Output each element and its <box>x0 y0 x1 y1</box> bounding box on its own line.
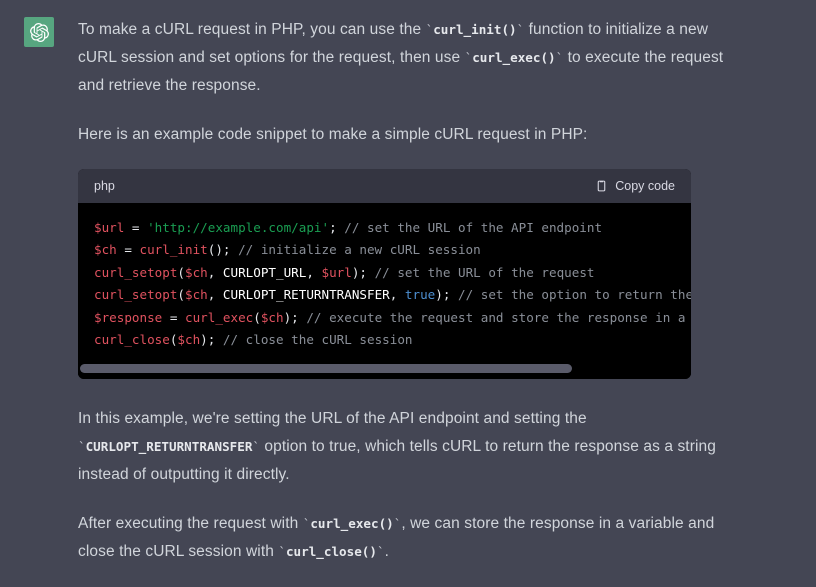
horizontal-scrollbar-thumb[interactable] <box>80 364 572 374</box>
text-run: option to true, which tells cURL to retu… <box>78 438 716 484</box>
code-line: $ch = curl_init(); // initialize a new c… <box>94 242 481 257</box>
backtick: ` <box>252 439 260 455</box>
code-line: $response = curl_exec($ch); // execute t… <box>94 310 691 325</box>
code-token: ; <box>329 220 337 235</box>
inline-code-text: curl_exec() <box>310 516 394 532</box>
code-token: $url <box>321 264 352 280</box>
inline-code-curl-close: `curl_close()` <box>278 544 384 559</box>
code-token: , <box>207 264 223 280</box>
code-token: // execute the request and store the res… <box>306 309 686 325</box>
backtick: ` <box>464 50 473 65</box>
code-line: curl_setopt($ch, CURLOPT_RETURNTRANSFER,… <box>94 287 691 302</box>
code-token: = <box>124 220 148 235</box>
inline-code-curlopt-returntransfer: `CURLOPT_RETURNTRANSFER` <box>78 439 260 454</box>
horizontal-scrollbar-track[interactable] <box>78 364 691 374</box>
text-run: To make a cURL request in PHP, you can u… <box>78 21 426 38</box>
backtick: ` <box>278 544 286 560</box>
code-token: = <box>162 309 185 325</box>
inline-code-text: curl_init() <box>433 22 517 37</box>
code-token: 'http://example.com/api' <box>147 220 330 235</box>
code-token: ); <box>200 332 216 348</box>
code-line: $url = 'http://example.com/api'; // set … <box>94 220 602 235</box>
assistant-avatar <box>24 17 54 47</box>
code-token: = <box>116 242 140 258</box>
code-block-body: $url = 'http://example.com/api'; // set … <box>78 203 691 380</box>
code-token: curl_init <box>139 242 208 258</box>
paragraph-closing: After executing the request with `curl_e… <box>78 510 730 566</box>
message-content: To make a cURL request in PHP, you can u… <box>54 16 816 587</box>
code-token: // set the URL of the API endpoint <box>336 220 603 235</box>
code-line: curl_close($ch); // close the cURL sessi… <box>94 332 412 347</box>
copy-code-label: Copy code <box>615 179 675 193</box>
code-token: curl_exec <box>185 309 254 325</box>
code-token: , <box>389 287 405 303</box>
code-scroll-area <box>78 361 691 376</box>
code-line: curl_setopt($ch, CURLOPT_URL, $url); // … <box>94 265 594 280</box>
inline-code-curl-exec-2: `curl_exec()` <box>303 516 402 531</box>
copy-code-button[interactable]: Copy code <box>595 179 675 193</box>
code-token: ( <box>177 264 185 280</box>
inline-code-text: curl_exec() <box>472 50 556 65</box>
code-token: $ch <box>177 332 201 348</box>
code-token: ( <box>253 309 261 325</box>
backtick: ` <box>78 439 86 455</box>
text-run: . <box>384 543 389 561</box>
text-run: In this example, we're setting the URL o… <box>78 410 587 428</box>
backtick: ` <box>302 516 311 532</box>
openai-logo-icon <box>29 22 49 42</box>
avatar-column <box>0 16 54 587</box>
code-token: // set the URL of the request <box>367 264 595 280</box>
paragraph-intro: To make a cURL request in PHP, you can u… <box>78 16 730 100</box>
code-token: curl_close <box>94 332 170 348</box>
text-run: function to initialize a new cURL sessio… <box>78 21 709 66</box>
code-token: , <box>306 264 322 280</box>
code-token: curl_setopt <box>94 264 178 280</box>
code-token: curl_setopt <box>94 287 178 303</box>
code-content[interactable]: $url = 'http://example.com/api'; // set … <box>78 217 691 361</box>
code-token: $ch <box>185 264 208 280</box>
backtick: ` <box>376 544 385 560</box>
clipboard-icon <box>595 179 608 193</box>
code-token: ); <box>351 264 368 280</box>
text-run: After executing the request with <box>78 515 303 533</box>
inline-code-text: CURLOPT_RETURNTRANSFER <box>85 439 253 455</box>
code-token: $ch <box>260 309 284 325</box>
inline-code-curl-exec: `curl_exec()` <box>465 50 564 65</box>
code-token: (); <box>207 242 231 258</box>
backtick: ` <box>555 50 564 65</box>
code-token: ( <box>169 332 178 348</box>
code-token: // set the option to return the response… <box>458 287 691 303</box>
inline-code-curl-init: `curl_init()` <box>426 22 525 37</box>
code-token: CURLOPT_URL <box>222 264 307 280</box>
code-token: // close the cURL session <box>215 332 413 348</box>
code-block: php Copy code $url = 'http://example.com… <box>78 169 691 380</box>
backtick: ` <box>516 22 525 37</box>
backtick: ` <box>425 22 434 37</box>
code-block-header: php Copy code <box>78 169 691 203</box>
code-token: ( <box>177 287 185 303</box>
paragraph-explain: In this example, we're setting the URL o… <box>78 405 730 489</box>
backtick: ` <box>393 516 402 532</box>
code-token: , <box>207 287 223 303</box>
paragraph-lead-in: Here is an example code snippet to make … <box>78 126 588 143</box>
code-token: // initialize a new cURL session <box>230 242 481 258</box>
code-token: CURLOPT_RETURNTRANSFER <box>222 287 390 303</box>
code-token: true <box>404 287 436 303</box>
code-language-label: php <box>94 179 115 193</box>
code-token: ); <box>283 309 299 325</box>
text-run: to execute the request and retrieve the … <box>78 49 724 94</box>
code-token: $url <box>94 220 125 235</box>
code-token: $ch <box>94 242 117 258</box>
code-token: $response <box>94 309 163 325</box>
inline-code-text: curl_close() <box>285 544 377 560</box>
code-token: $ch <box>185 287 208 303</box>
code-token: ); <box>435 287 451 303</box>
